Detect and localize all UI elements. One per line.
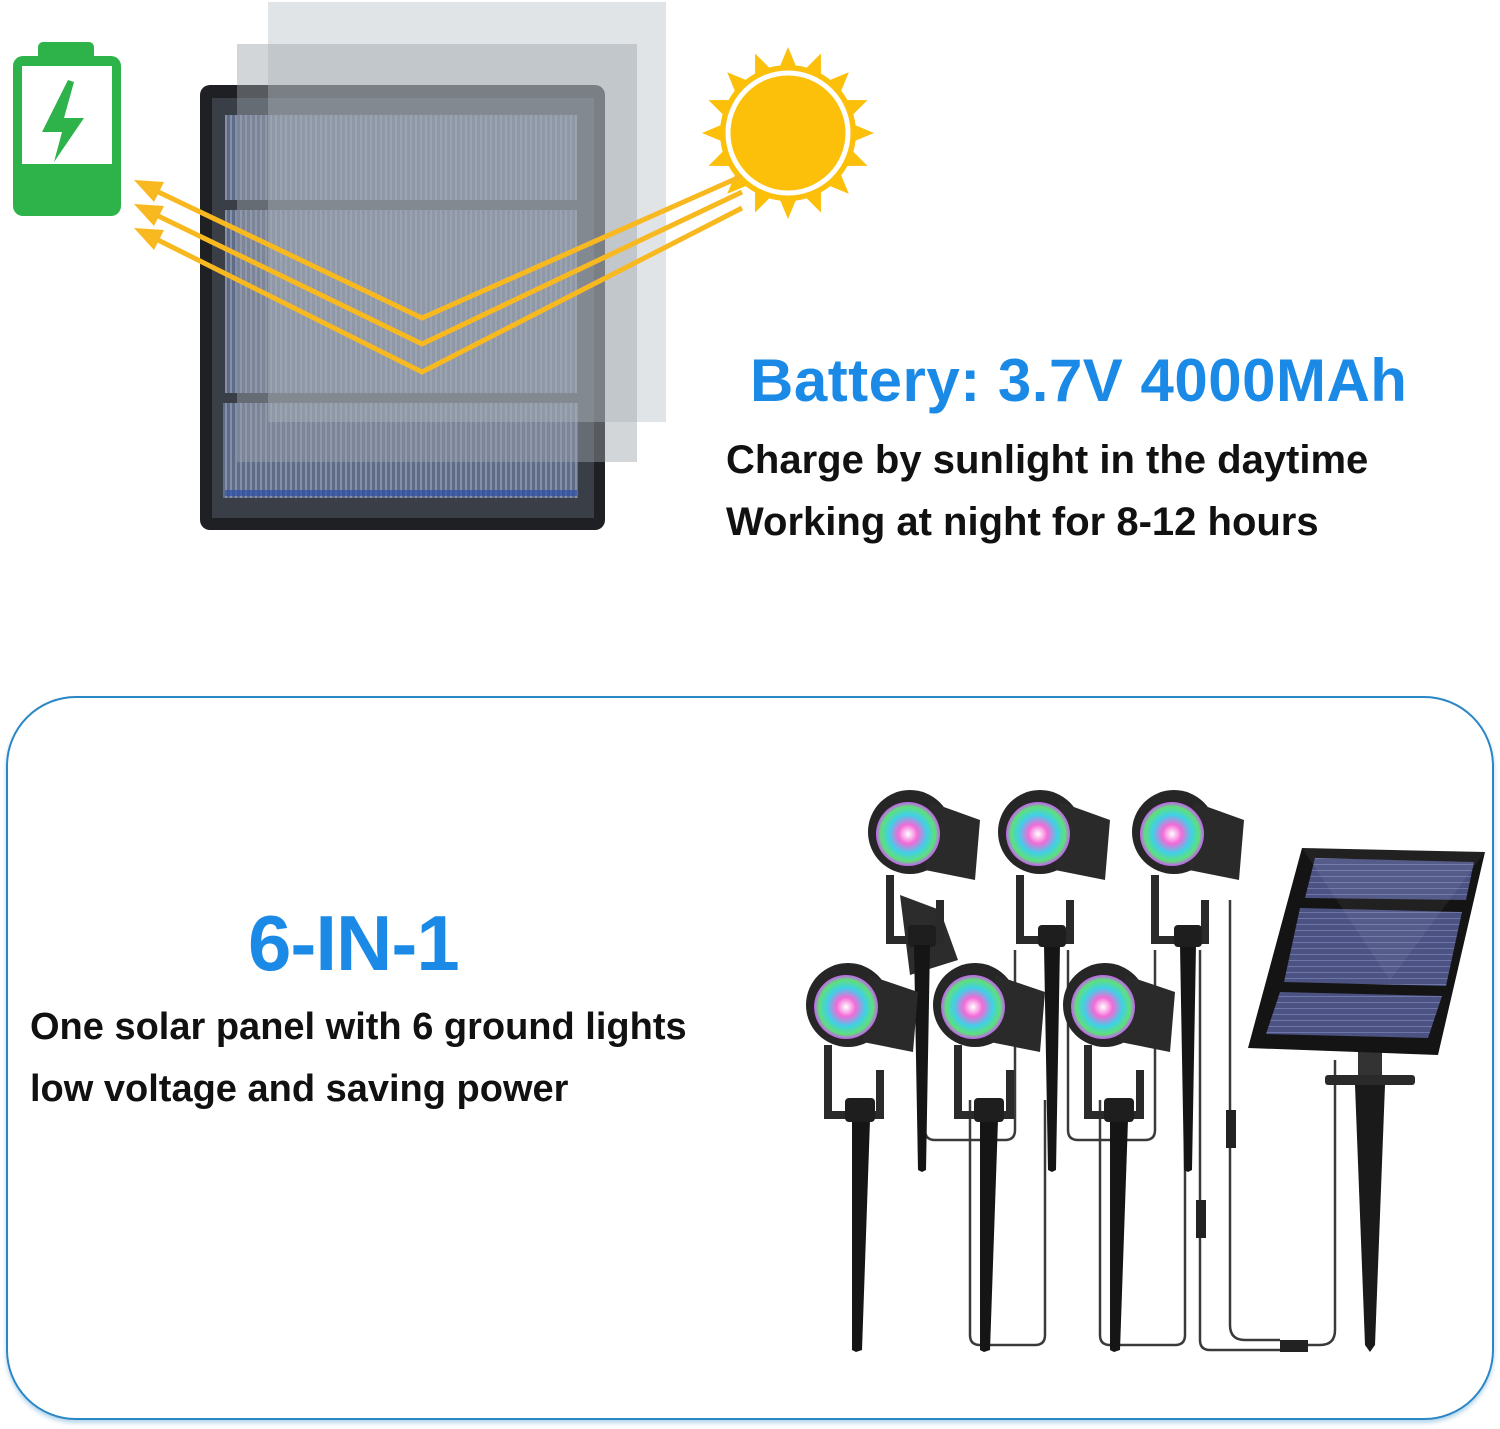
working-hours-description: Working at night for 8-12 hours [726,500,1319,544]
product-spotlights-illustration [790,780,1500,1360]
sunlight-rays-arrows [0,0,780,400]
battery-spec-title: Battery: 3.7V 4000MAh [750,347,1408,414]
spotlight-1 [868,790,980,1172]
spotlight-4 [806,963,918,1352]
spotlight-3 [1132,790,1244,1172]
spotlight-6 [1063,963,1175,1352]
charge-description: Charge by sunlight in the daytime [726,438,1369,482]
six-in-one-title: 6-IN-1 [248,899,460,987]
battery-charging-icon [8,40,126,220]
spotlight-5 [933,963,1045,1352]
sun-icon [700,45,880,225]
spotlight-2 [998,790,1110,1172]
feature-card [6,696,1494,1420]
solar-panel-stake [1248,848,1485,1352]
power-description: low voltage and saving power [30,1068,569,1110]
kit-description: One solar panel with 6 ground lights [30,1006,687,1048]
